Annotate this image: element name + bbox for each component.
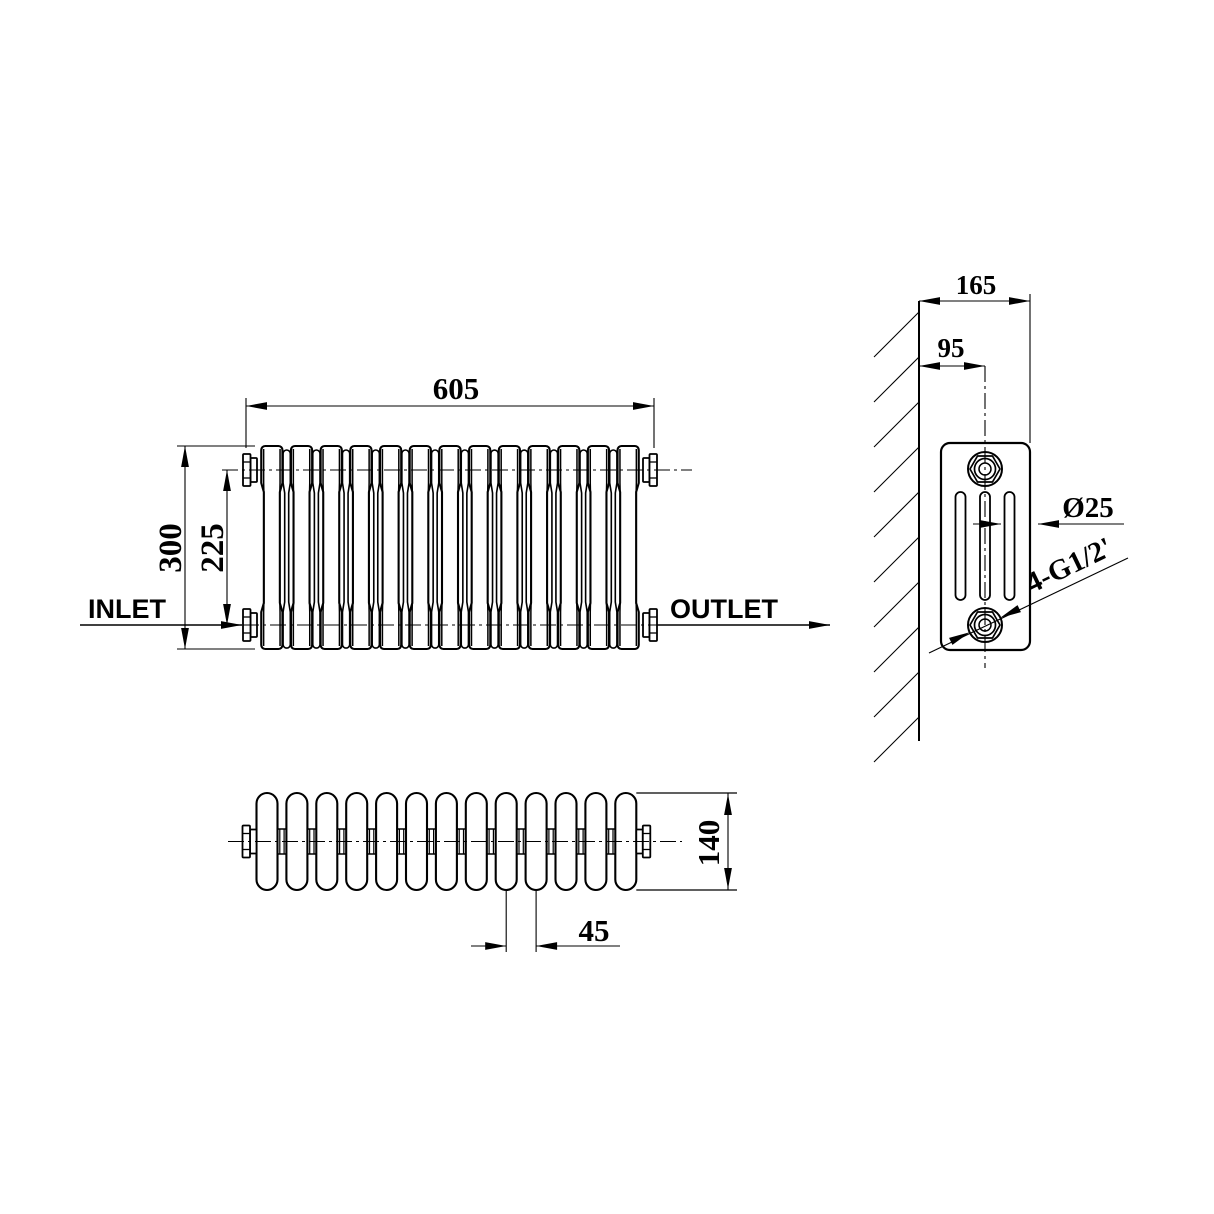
length-dimension-label: 605: [433, 371, 480, 406]
outlet-label: OUTLET: [670, 594, 778, 624]
radiator-section: [438, 444, 462, 651]
arrowhead: [964, 362, 985, 370]
outlet-arrow: [809, 621, 830, 629]
wall-distance-dimension-label: 95: [938, 333, 965, 363]
side-view: 165 95 Ø25 4-G1/2': [873, 270, 1129, 763]
arrowhead: [919, 297, 940, 305]
back-column: [371, 449, 381, 649]
radiator-section: [319, 444, 343, 651]
hatch-line: [873, 536, 920, 583]
arrowhead: [181, 446, 189, 467]
radiator-section: [260, 444, 284, 651]
arrowhead: [1000, 605, 1021, 618]
arrowhead: [223, 470, 231, 491]
front-view-dimensions: [80, 398, 830, 650]
hatch-line: [873, 626, 920, 673]
hatch-line: [873, 581, 920, 628]
radiator-section: [468, 444, 492, 651]
arrowhead: [724, 868, 732, 889]
column-slot: [1003, 491, 1016, 601]
hatch-line: [873, 311, 920, 358]
arrowhead: [949, 632, 970, 645]
front-view: 605 300 225 INLET OUTLET: [80, 371, 830, 651]
hatch-line: [873, 401, 920, 448]
back-column: [311, 449, 321, 649]
front-view-radiator-body: [242, 444, 658, 651]
column-slot: [979, 491, 991, 601]
inlet-label: INLET: [88, 594, 167, 624]
arrowhead: [919, 362, 940, 370]
radiator-section: [289, 444, 314, 651]
back-column: [341, 449, 351, 649]
radiator-section: [497, 444, 522, 651]
back-column: [460, 449, 470, 649]
arrowhead: [1009, 297, 1030, 305]
radiator-section: [557, 444, 581, 651]
radiator-section: [378, 444, 403, 651]
back-column: [579, 449, 589, 649]
back-column: [282, 449, 292, 649]
arrowhead: [724, 794, 732, 815]
back-column: [549, 449, 559, 649]
back-column: [490, 449, 499, 649]
top-depth-dimension-label: 140: [691, 820, 726, 867]
hatch-line: [873, 671, 920, 718]
back-column: [519, 449, 529, 649]
column-slot: [954, 491, 967, 601]
connection-thread-label: 4-G1/2': [1021, 531, 1118, 599]
radiator-section: [586, 444, 611, 651]
arrowhead: [223, 604, 231, 625]
arrowhead: [980, 520, 1001, 528]
arrowhead: [633, 402, 654, 410]
connection-height-dimension-label: 225: [195, 523, 231, 573]
inlet-arrow: [221, 621, 242, 629]
hatch-line: [873, 491, 920, 538]
top-view: 140 45: [228, 791, 737, 952]
depth-dimension-label: 165: [956, 270, 997, 300]
radiator-section: [527, 444, 551, 651]
side-view-dimensions: [919, 294, 1129, 668]
radiator-section: [408, 444, 432, 651]
arrowhead: [181, 628, 189, 649]
back-column: [608, 449, 618, 649]
radiator-section: [349, 444, 373, 651]
column-diameter-label: Ø25: [1062, 492, 1114, 524]
section-pitch-dimension-label: 45: [579, 913, 610, 948]
hatch-line: [873, 446, 920, 493]
top-view-radiator-body: [241, 791, 652, 892]
radiator-section: [616, 444, 640, 651]
arrowhead: [485, 942, 507, 950]
wall-hatching: [873, 301, 920, 763]
hatch-line: [873, 356, 920, 403]
arrowhead: [246, 402, 267, 410]
height-dimension-label: 300: [153, 523, 189, 573]
back-column: [430, 449, 440, 649]
back-column: [401, 449, 410, 649]
arrowhead: [536, 942, 558, 950]
arrowhead: [1038, 520, 1059, 528]
top-view-dimensions: [228, 792, 737, 952]
hatch-line: [873, 716, 920, 763]
